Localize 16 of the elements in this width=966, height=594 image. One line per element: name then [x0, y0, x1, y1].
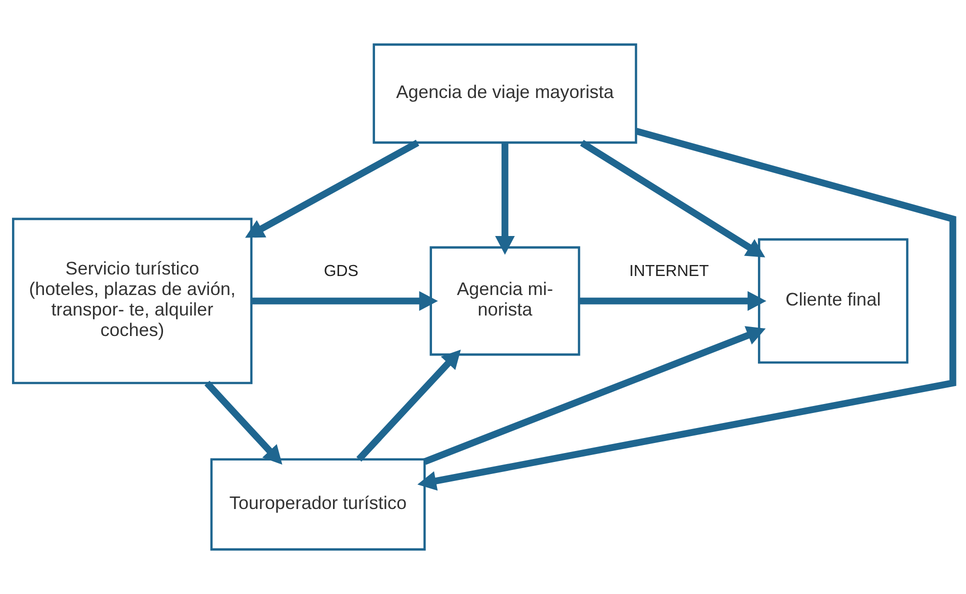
arrow: [579, 291, 766, 311]
arrow: [423, 326, 766, 465]
arrow: [252, 291, 438, 311]
edge-label: GDS: [324, 263, 358, 280]
arrow: [580, 140, 766, 258]
node-box: Touroperador turístico: [210, 458, 426, 551]
node-box: Cliente final: [758, 238, 908, 364]
edge-label: INTERNET: [629, 263, 709, 280]
arrow: [204, 380, 282, 465]
arrow: [356, 350, 461, 462]
arrow: [495, 142, 515, 255]
arrow: [417, 128, 956, 491]
node-box: Servicio turístico (hoteles, plazas de avión, transpor- te, alquiler coches): [12, 218, 252, 384]
node-box: Agencia mi- norista: [430, 246, 580, 356]
arrow: [245, 140, 420, 238]
node-box: Agencia de viaje mayorista: [372, 43, 638, 144]
